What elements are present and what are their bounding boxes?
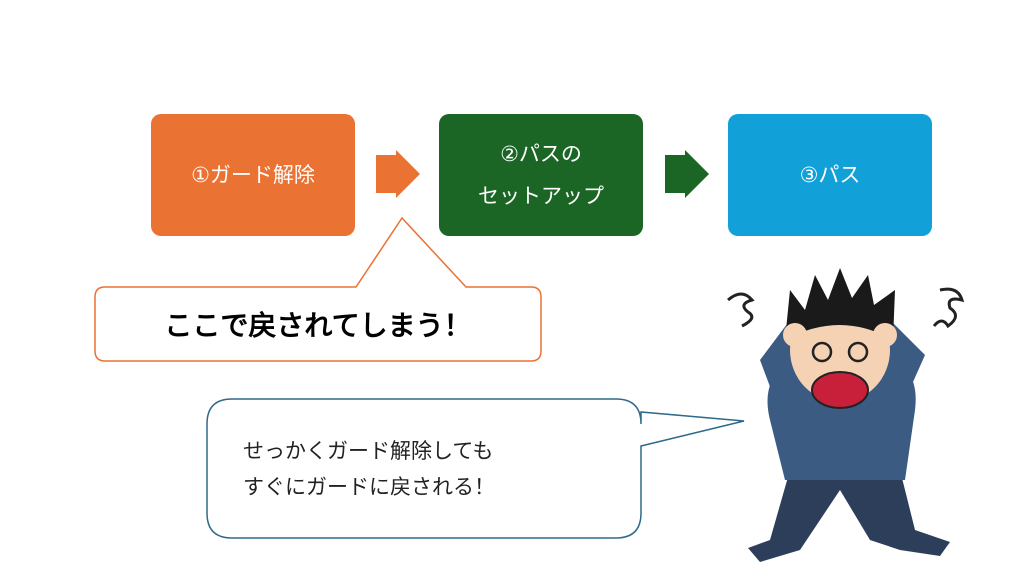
step-label: セットアップ [478, 184, 604, 208]
speech-bubble-text: せっかくガード解除しても すぐにガードに戻される！ [207, 399, 641, 538]
step-guard-release: ①ガード解除 [151, 114, 355, 236]
speech-line: すぐにガードに戻される！ [243, 474, 495, 499]
step-pass: ③パス [728, 114, 932, 236]
step-label: ③パス [799, 163, 861, 187]
callout-main-shape [94, 216, 542, 362]
panicking-man-illustration [727, 268, 965, 562]
step-label: ②パスの [500, 142, 582, 166]
callout-speech-shape [206, 398, 745, 539]
callout-main-text: ここで戻されてしまう！ [164, 309, 472, 342]
step-label: ①ガード解除 [191, 163, 315, 187]
arrow-right-icon [665, 150, 709, 198]
step-pass-setup: ②パスの セットアップ [439, 114, 643, 236]
arrow-right-icon [376, 150, 420, 198]
speech-line: せっかくガード解除しても [243, 438, 494, 463]
